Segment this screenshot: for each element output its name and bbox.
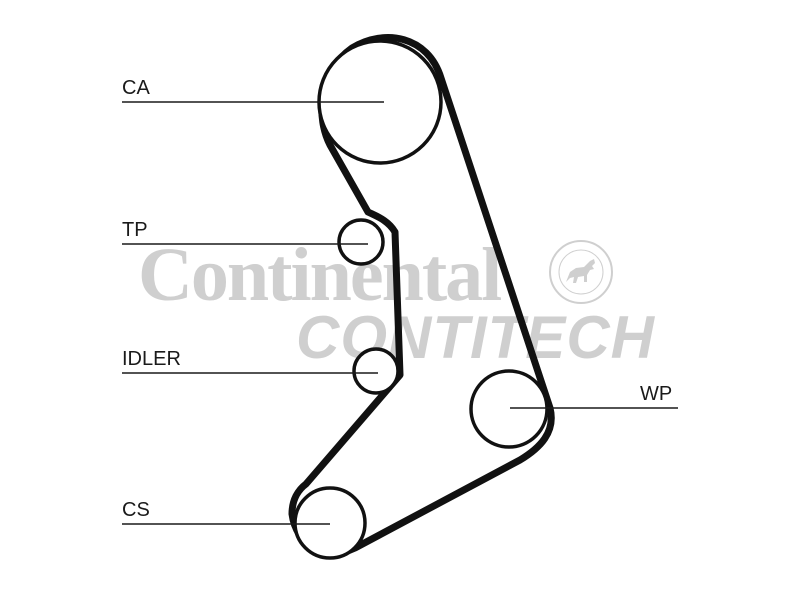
camshaft-label: CA <box>122 77 150 99</box>
horse-icon <box>566 259 595 283</box>
crankshaft-label: CS <box>122 499 150 521</box>
watermark: Continental CONTITECH <box>138 233 656 371</box>
crankshaft-pulley <box>293 486 367 560</box>
water-pump-pulley <box>469 369 549 449</box>
water-pump-label: WP <box>640 383 672 405</box>
tensioner-label: TP <box>122 219 148 241</box>
watermark-seal-logo <box>549 240 613 304</box>
tensioner-pulley <box>337 218 385 266</box>
leader-lines <box>122 101 678 525</box>
idler-pulley <box>352 347 400 395</box>
watermark-subbrand-text: CONTITECH <box>296 304 656 371</box>
watermark-brand-text: Continental <box>138 233 501 317</box>
idler-label: IDLER <box>122 348 181 370</box>
